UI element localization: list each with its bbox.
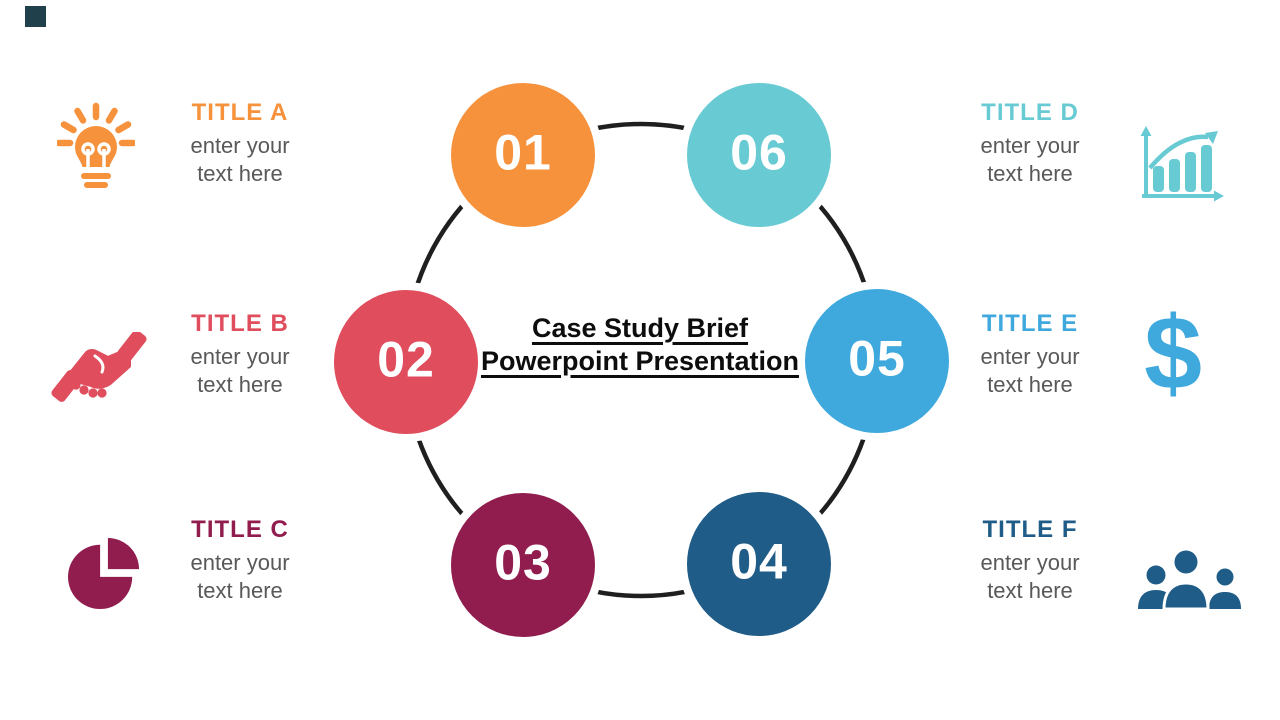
corner-marker — [25, 6, 46, 27]
item-body-f-line1: enter your — [980, 550, 1080, 575]
side-item-f: TITLE F enter your text here — [950, 516, 1110, 605]
step-circle-05 — [797, 281, 957, 441]
item-body-e-line2: text here — [987, 372, 1073, 397]
item-body-c-line2: text here — [197, 578, 283, 603]
item-body-a-line1: enter your — [190, 133, 290, 158]
item-title-c: TITLE C — [191, 516, 289, 543]
step-number-01: 01 — [494, 124, 552, 181]
item-body-b-line1: enter your — [190, 344, 290, 369]
side-item-d: TITLE D enter your text here — [950, 99, 1110, 188]
center-title-line-2: Powerpoint Presentation — [480, 346, 800, 376]
step-circle-06 — [679, 75, 839, 235]
item-body-c-line1: enter your — [190, 550, 290, 575]
step-number-03: 03 — [494, 534, 552, 591]
dollar-icon: $ — [1144, 296, 1202, 412]
item-body-b-line2: text here — [197, 372, 283, 397]
side-item-b: TITLE B enter your text here — [160, 310, 320, 399]
pie-chart-icon — [66, 538, 142, 610]
side-item-e: TITLE E enter your text here — [950, 310, 1110, 399]
center-title: Case Study Brief Powerpoint Presentation — [430, 312, 850, 378]
item-title-a: TITLE A — [191, 99, 289, 126]
item-title-f: TITLE F — [982, 516, 1078, 543]
side-item-c: TITLE C enter your text here — [160, 516, 320, 605]
people-icon — [1129, 549, 1243, 609]
step-number-05: 05 — [848, 330, 906, 387]
step-circle-04 — [679, 484, 839, 644]
lightbulb-icon — [57, 95, 135, 195]
item-title-e: TITLE E — [981, 310, 1079, 337]
item-body-d-line2: text here — [987, 161, 1073, 186]
item-body-f-line2: text here — [987, 578, 1073, 603]
item-body-a-line2: text here — [197, 161, 283, 186]
item-body-d-line1: enter your — [980, 133, 1080, 158]
item-body-e-line1: enter your — [980, 344, 1080, 369]
step-number-06: 06 — [730, 124, 788, 181]
item-title-d: TITLE D — [981, 99, 1079, 126]
center-title-line-1: Case Study Brief — [531, 313, 749, 343]
step-number-02: 02 — [377, 331, 435, 388]
handshake-icon — [50, 332, 148, 406]
step-circle-03 — [443, 485, 603, 645]
bar-chart-icon — [1136, 126, 1224, 204]
step-circle-01 — [443, 75, 603, 235]
step-number-04: 04 — [730, 533, 788, 590]
item-title-b: TITLE B — [191, 310, 289, 337]
step-circle-02 — [326, 282, 486, 442]
side-item-a: TITLE A enter your text here — [160, 99, 320, 188]
